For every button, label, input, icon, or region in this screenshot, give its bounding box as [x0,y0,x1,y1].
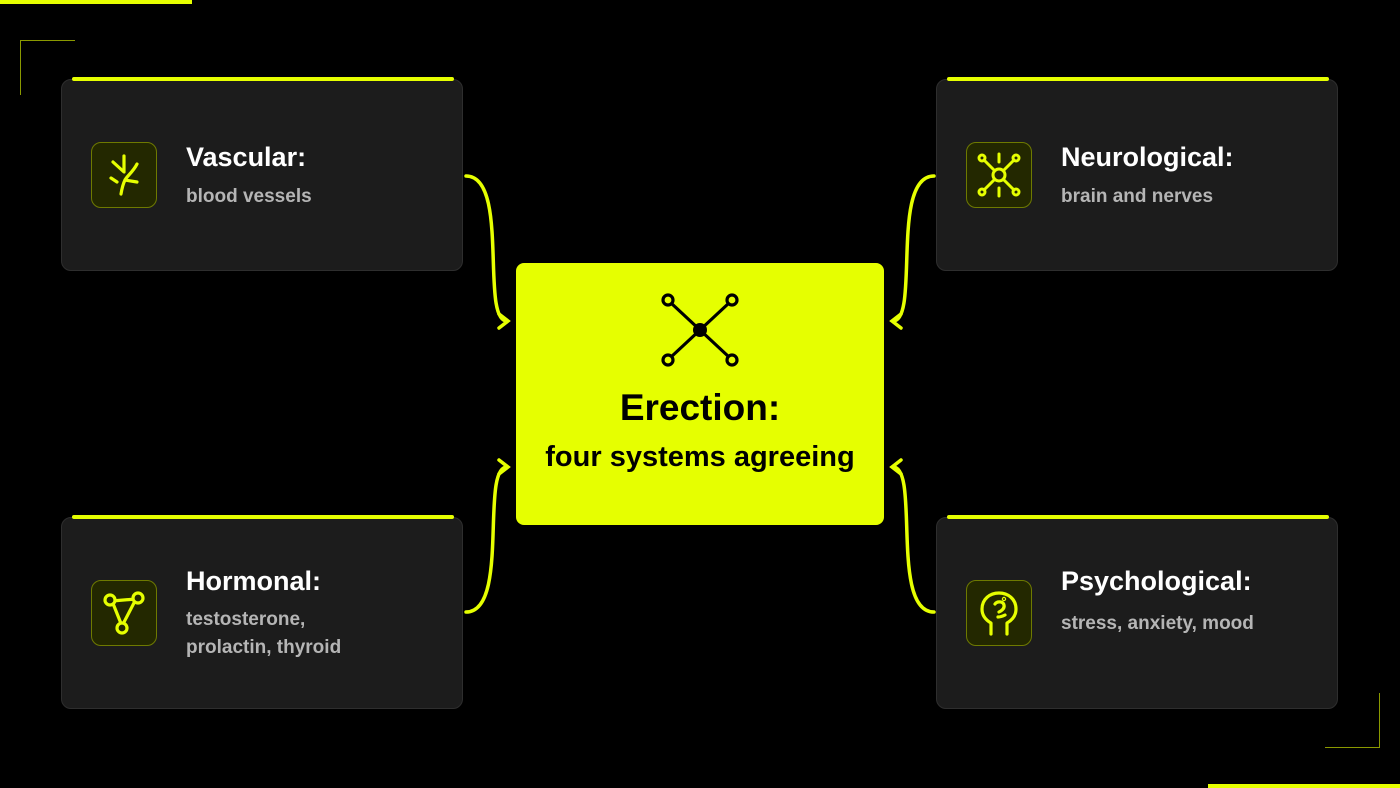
system-title: Neurological: [1061,142,1234,172]
connector-hormonal [464,465,509,614]
system-card-hormonal: Hormonal: testosterone, prolactin, thyro… [61,515,463,709]
system-card-vascular: Vascular: blood vessels [61,77,463,271]
corner-bracket-bottom-right [1325,693,1380,748]
card-accent-line [947,77,1329,81]
system-description: stress, anxiety, mood [1061,613,1254,634]
hub-subtitle: four systems agreeing [545,441,855,473]
system-description: brain and nerves [1061,186,1214,207]
connector-psychological [891,465,936,614]
system-title: Psychological: [1061,566,1252,596]
network-hub-icon [661,293,739,367]
card-accent-line [72,77,454,81]
arrowhead-psychological [889,458,903,476]
connector-neurological [891,174,936,323]
neuron-icon [966,142,1032,208]
connector-vascular [464,174,509,323]
card-accent-line [72,515,454,519]
blood-vessel-icon [91,142,157,208]
arrowhead-hormonal [497,458,511,476]
system-description: blood vessels [186,186,312,207]
center-hub: Erection: four systems agreeing [516,263,884,525]
system-card-psychological: Psychological: stress, anxiety, mood [936,515,1338,709]
arrowhead-neurological [889,312,903,330]
hub-title: Erection: [619,387,781,428]
system-title: Vascular: [186,142,307,172]
arrowhead-vascular [497,312,511,330]
system-card-neurological: Neurological: brain and nerves [936,77,1338,271]
card-accent-line [947,515,1329,519]
system-description: testosterone, prolactin, thyroid [186,609,342,658]
corner-bracket-top-left [20,40,75,95]
bottom-accent-bar [1208,784,1400,788]
head-mind-icon [966,580,1032,646]
top-accent-bar [0,0,192,4]
system-title: Hormonal: [186,566,321,596]
hormone-molecule-icon [91,580,157,646]
